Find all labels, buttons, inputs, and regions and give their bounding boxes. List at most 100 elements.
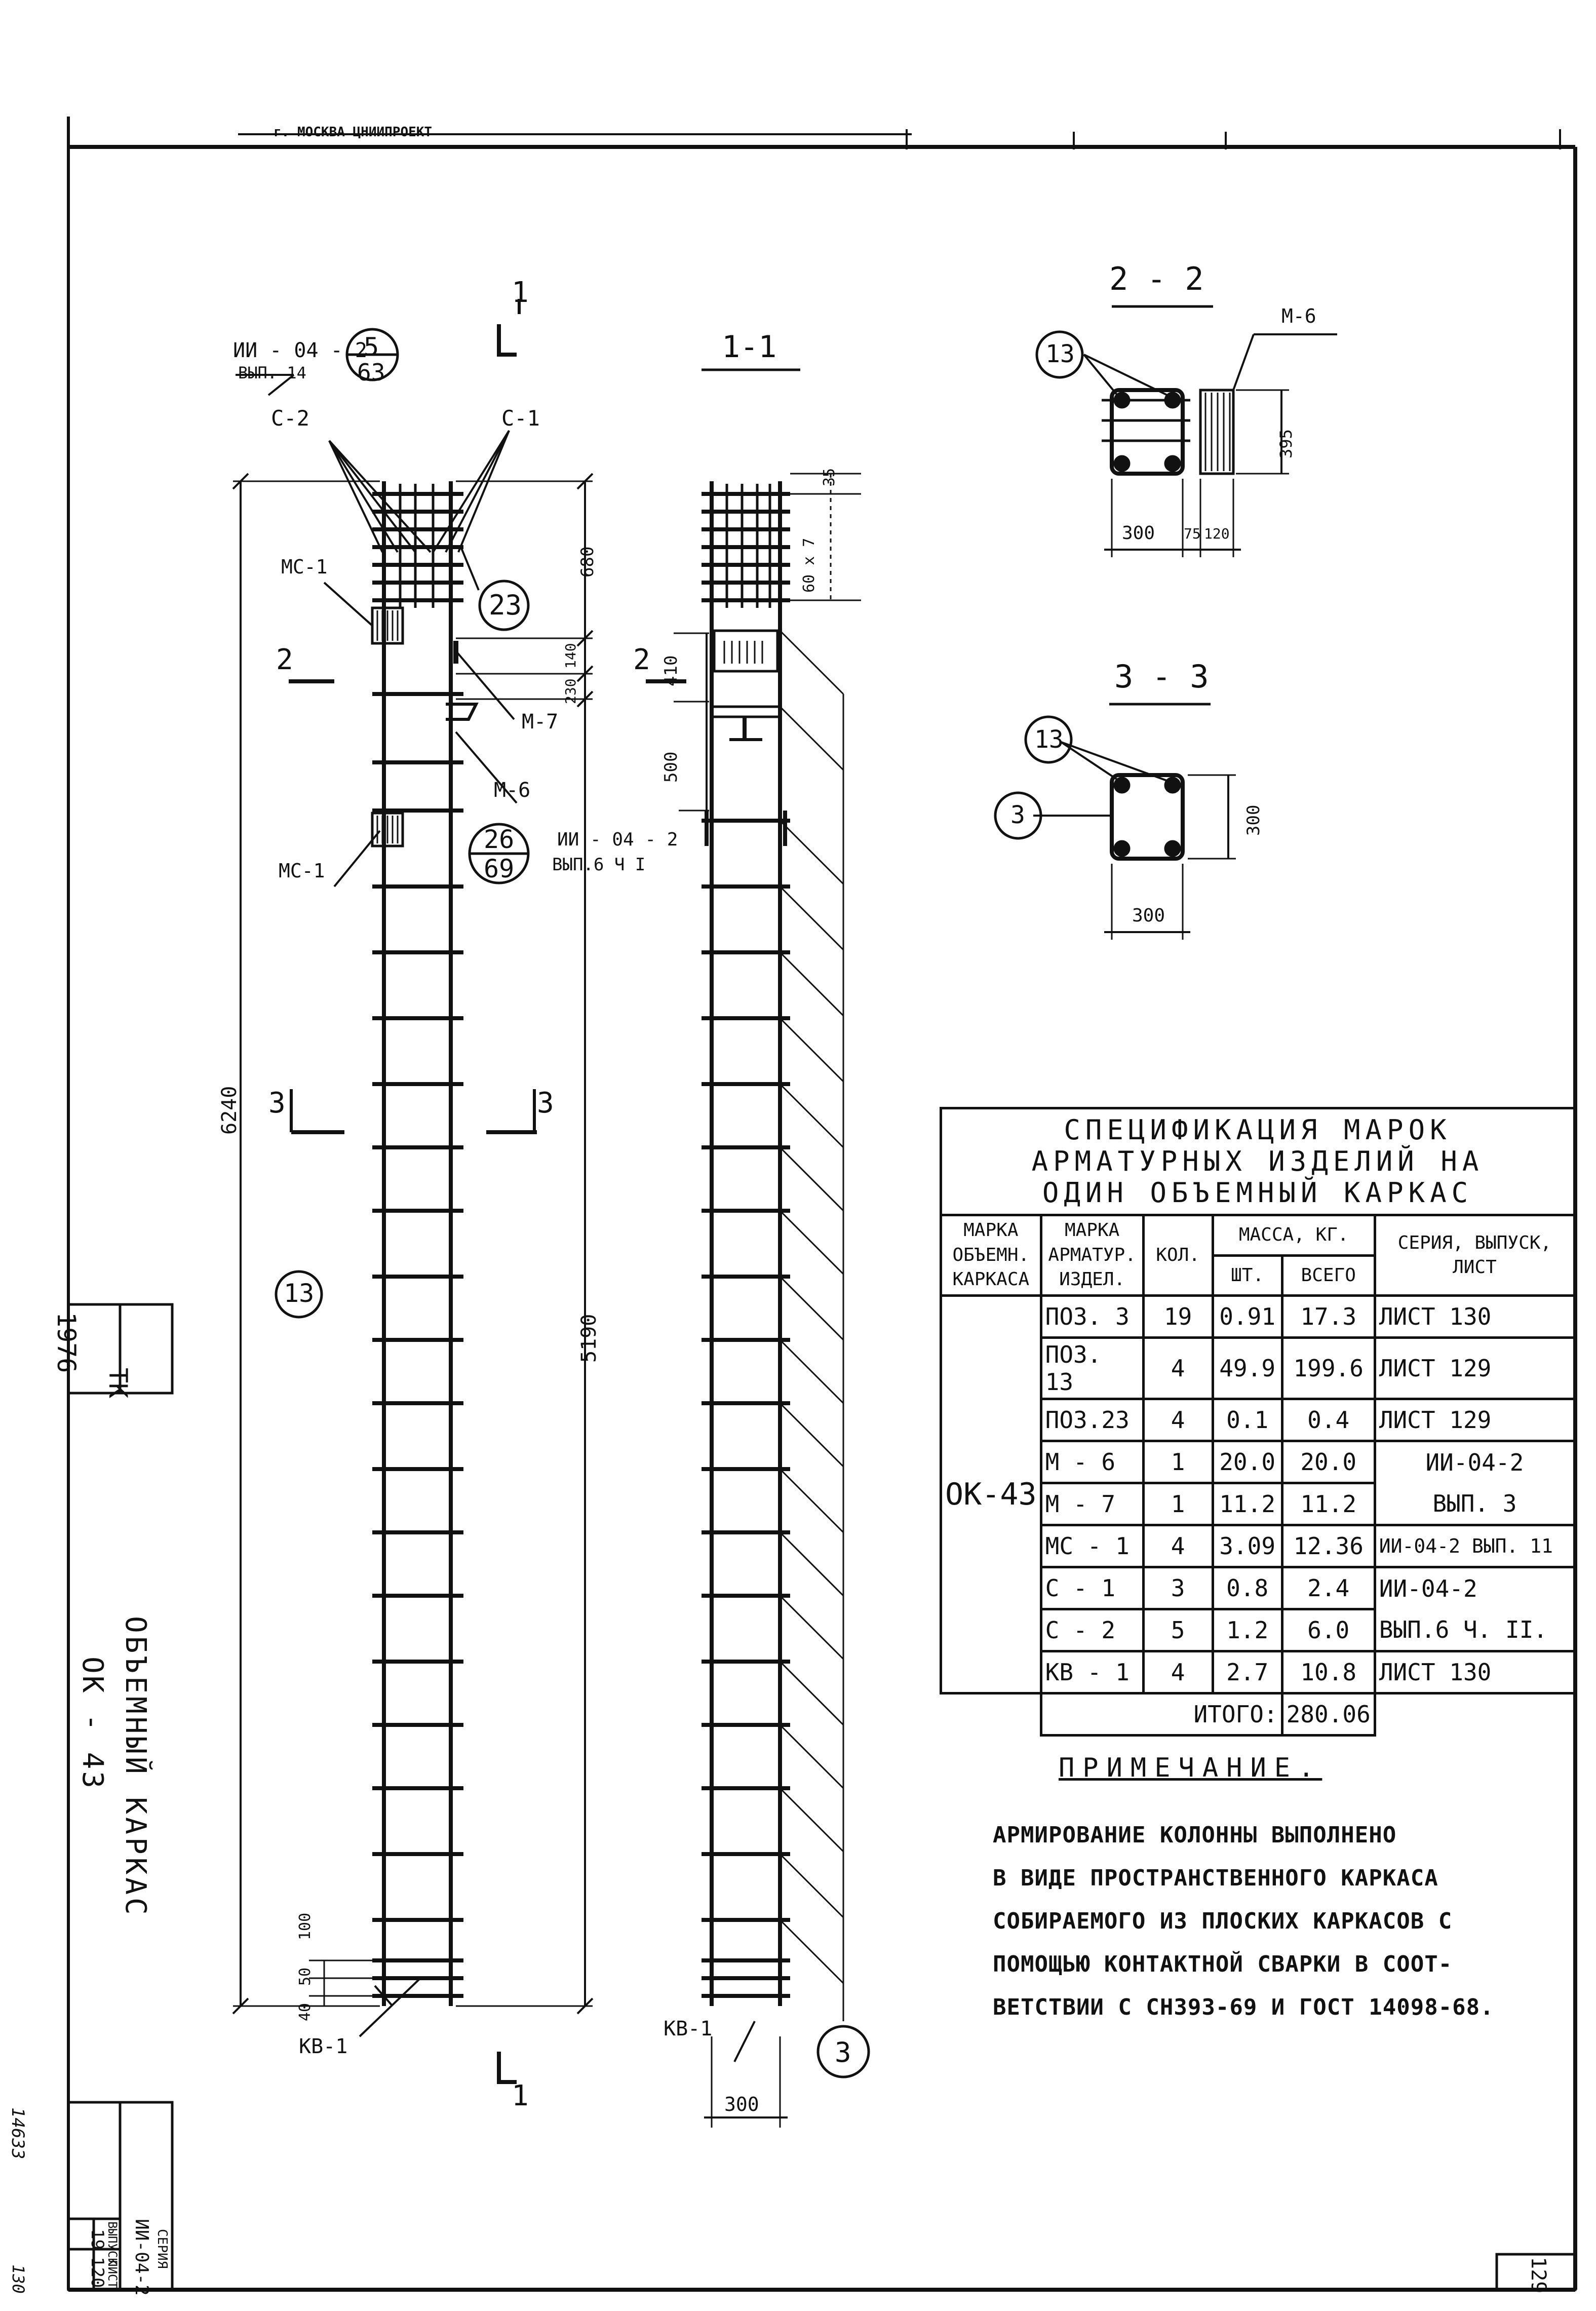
dim-120: 120 — [1204, 525, 1230, 542]
inventory-number: 14633 — [8, 2107, 28, 2160]
total-mass-cell: 17.3 — [1280, 1294, 1376, 1339]
label-m6: М-6 — [494, 779, 531, 802]
callout-circles — [275, 328, 1084, 2078]
section-1-1-dim-300: 300 — [724, 2093, 759, 2115]
spec-title-line3: ОДИН ОБЪЕМНЫЙ КАРКАС — [1042, 1177, 1473, 1209]
stamp-tk: ТК — [103, 1368, 133, 1399]
table-row: М - 6 1 20.0 20.0 ИИ-04-2 — [941, 1440, 1576, 1485]
col-header-item-mark: МАРКА АРМАТУР. ИЗДЕЛ. — [1039, 1214, 1145, 1297]
spec-title-line1: СПЕЦИФИКАЦИЯ МАРОК — [1064, 1114, 1452, 1146]
qty-cell: 1 — [1142, 1440, 1214, 1485]
item-cell: С - 2 — [1039, 1608, 1145, 1653]
callout-13-elevation: 13 — [284, 1279, 315, 1308]
unit-mass-cell: 1.2 — [1211, 1608, 1283, 1653]
reference-cell: ИИ-04-2 — [1373, 1440, 1576, 1483]
table-row: М - 7 1 11.2 11.2 ВЫП. 3 — [941, 1482, 1576, 1527]
table-row: ПОЗ.23 4 0.1 0.4 ЛИСТ 129 — [941, 1398, 1576, 1443]
dim-5190: 5190 — [577, 1314, 601, 1363]
total-mass-cell: 199.6 — [1280, 1336, 1376, 1401]
label-kb1-elevation: КВ-1 — [299, 2035, 348, 2058]
sheet-frame — [67, 117, 1577, 2292]
section-1-1-view — [674, 368, 861, 2128]
table-row: ОК-43 ПОЗ. 3 19 0.91 17.3 ЛИСТ 130 — [940, 1294, 1576, 1695]
stamp-year: 1976 — [52, 1312, 81, 1373]
callout-23: 23 — [489, 589, 522, 621]
notes-line: СОБИРАЕМОГО ИЗ ПЛОСКИХ КАРКАСОВ С — [993, 1908, 1453, 1934]
stamp-issue-value: 19 — [87, 2229, 107, 2250]
cut-marker-1-bottom: 1 — [512, 2079, 529, 2112]
reference-cell: ЛИСТ 130 — [1373, 1294, 1576, 1339]
page-number: 129 — [1527, 2257, 1550, 2294]
stamp-title-line2: ОК - 43 — [76, 1657, 109, 1791]
total-mass-cell: 12.36 — [1280, 1524, 1376, 1569]
qty-cell: 4 — [1142, 1524, 1214, 1569]
dim-500: 500 — [661, 751, 681, 783]
table-row: КВ - 1 4 2.7 10.8 ЛИСТ 130 — [941, 1650, 1576, 1695]
item-cell: М - 6 — [1039, 1440, 1145, 1485]
qty-cell: 19 — [1142, 1294, 1214, 1339]
cut-marker-3-right: 3 — [537, 1087, 554, 1120]
col-header-mass: МАССА, КГ. — [1211, 1214, 1376, 1257]
callout-top-number: 5 — [364, 332, 379, 362]
total-mass-cell: 2.4 — [1280, 1566, 1376, 1611]
callout-13-section-3-3: 13 — [1034, 725, 1064, 754]
col-header-mass-total: ВСЕГО — [1280, 1254, 1376, 1297]
table-row: С - 2 5 1.2 6.0 ВЫП.6 Ч. II. — [941, 1608, 1576, 1653]
unit-mass-cell: 0.8 — [1211, 1566, 1283, 1611]
item-cell: МС - 1 — [1039, 1524, 1145, 1569]
dim-410: 410 — [661, 655, 681, 686]
total-mass-cell: 6.0 — [1280, 1608, 1376, 1653]
cut-marker-2-left: 2 — [276, 643, 293, 676]
item-cell: М - 7 — [1039, 1482, 1145, 1527]
section-2-2-view — [1083, 305, 1337, 557]
dim-300-vertical: 300 — [1243, 804, 1264, 836]
total-label: ИТОГО: — [1039, 1692, 1283, 1737]
stamp-sheet-value: 120 — [87, 2257, 107, 2288]
total-mass-cell: 20.0 — [1280, 1440, 1376, 1485]
stamp-issue-label: ВЫПУСК — [105, 2221, 120, 2265]
reference-cell: ЛИСТ 130 — [1373, 1650, 1576, 1695]
dim-60x7: 60 x 7 — [800, 537, 818, 593]
bottom-number: 130 — [9, 2264, 28, 2294]
cut-marker-1-top: 1 — [512, 276, 529, 309]
section-1-1-title: 1-1 — [722, 329, 777, 365]
col-header-frame-mark: МАРКА ОБЪЕМН. КАРКАСА — [940, 1214, 1042, 1297]
dim-300-horizontal: 300 — [1132, 905, 1165, 926]
unit-mass-cell: 49.9 — [1211, 1336, 1283, 1401]
reference-cell: ЛИСТ 129 — [1373, 1398, 1576, 1443]
unit-mass-cell: 20.0 — [1211, 1440, 1283, 1485]
elevation-view — [232, 299, 686, 2084]
notes-line: ПОМОЩЬЮ КОНТАКТНОЙ СВАРКИ В СООТ- — [993, 1951, 1453, 1977]
total-row: ИТОГО: 280.06 — [941, 1692, 1575, 1737]
section-3-3-title: 3 - 3 — [1114, 658, 1209, 695]
callout-3-section: 3 — [835, 2036, 851, 2068]
callout-mid-denominator: 69 — [484, 854, 515, 883]
notes-line: ВЕТСТВИИ С СН393-69 И ГОСТ 14098-68. — [993, 1994, 1494, 2020]
callout-mid-reference: ИИ - 04 - 2 — [557, 829, 678, 850]
header-stamp: г. МОСКВА ЦНИИПРОЕКТ — [274, 125, 433, 140]
label-c2: С-2 — [271, 406, 309, 431]
reference-cell: ИИ-04-2 — [1373, 1566, 1576, 1609]
item-cell: С - 1 — [1039, 1566, 1145, 1611]
stamp-sheet-label: ЛИСТ — [105, 2259, 120, 2289]
dim-50: 50 — [296, 1967, 314, 1986]
spec-title-line2: АРМАТУРНЫХ ИЗДЕЛИЙ НА — [1031, 1145, 1484, 1178]
specification-table: СПЕЦИФИКАЦИЯ МАРОК АРМАТУРНЫХ ИЗДЕЛИЙ НА… — [940, 1106, 1576, 1737]
item-cell: ПОЗ. 13 — [1039, 1336, 1145, 1401]
cut-marker-2-right: 2 — [633, 643, 650, 676]
notes-title: ПРИМЕЧАНИЕ. — [1059, 1753, 1322, 1783]
callout-13-section-2-2: 13 — [1045, 340, 1075, 368]
reference-cell: ИИ-04-2 ВЫП. 11 — [1373, 1524, 1576, 1569]
qty-cell: 1 — [1142, 1482, 1214, 1527]
total-mass-cell: 11.2 — [1280, 1482, 1376, 1527]
notes-block: ПРИМЕЧАНИЕ. АРМИРОВАНИЕ КОЛОННЫ ВЫПОЛНЕН… — [993, 1753, 1570, 2029]
qty-cell: 3 — [1142, 1566, 1214, 1611]
col-header-mass-unit: ШТ. — [1211, 1254, 1283, 1297]
label-c1: С-1 — [501, 406, 540, 431]
notes-line: В ВИДЕ ПРОСТРАНСТВЕННОГО КАРКАСА — [993, 1865, 1438, 1891]
callout-3-section-3-3: 3 — [1010, 801, 1025, 829]
dim-75: 75 — [1184, 525, 1201, 542]
label-mc1-top: МС-1 — [281, 556, 328, 578]
total-mass-cell: 10.8 — [1280, 1650, 1376, 1695]
dim-140: 140 — [562, 643, 579, 669]
